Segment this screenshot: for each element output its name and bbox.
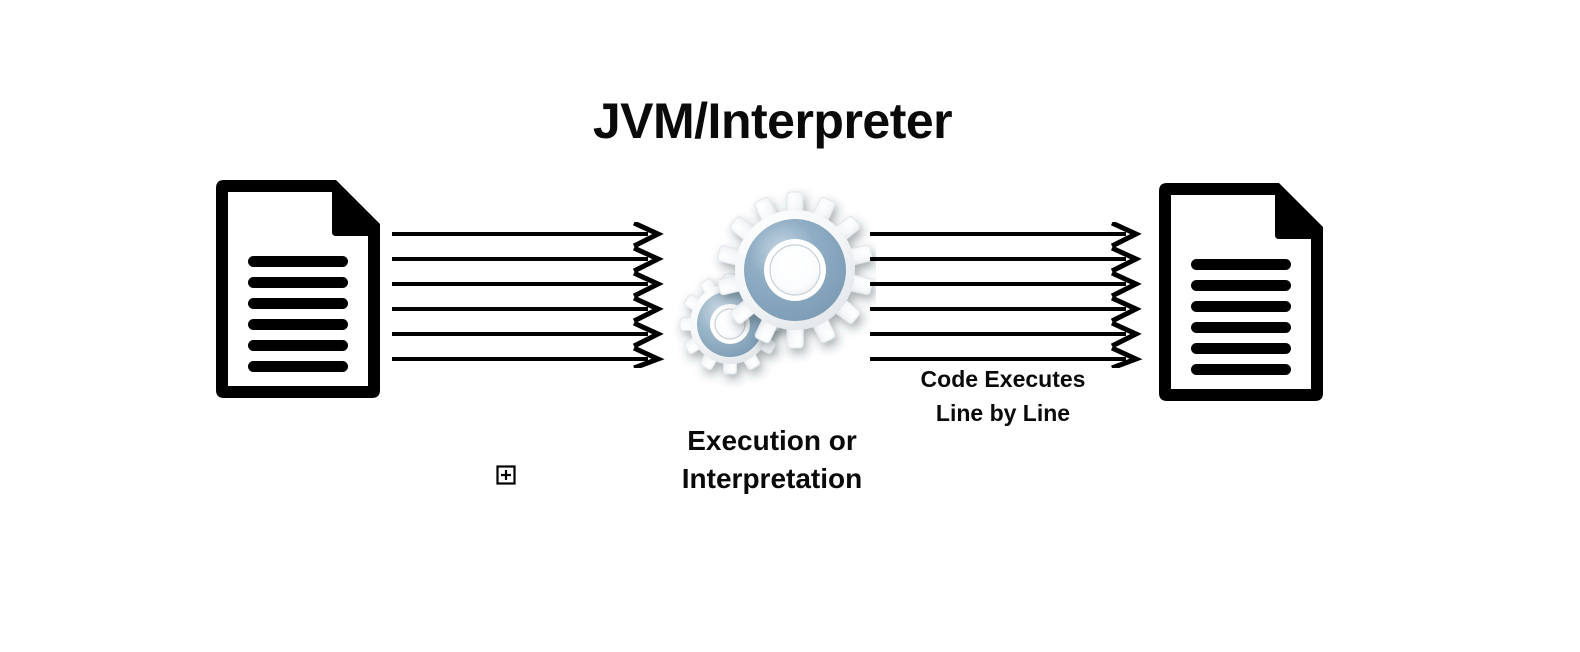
output-flow-label: Code Executes Line by Line [853,362,1153,430]
arrow-right-icon-group [870,220,1143,371]
processor-label: Execution or Interpretation [622,422,922,498]
document-lines [248,256,348,372]
input-arrow-group [386,220,668,371]
gears-icon [668,188,876,398]
output-arrow-group [864,220,1146,371]
processor-gears [679,191,873,375]
document-icon [216,180,380,398]
processor-label-line1: Execution or [687,425,857,456]
plus-square-icon[interactable] [496,465,516,485]
plus-square-glyph [496,465,516,485]
output-flow-label-line1: Code Executes [920,366,1086,392]
page-title: JVM/Interpreter [592,93,953,149]
document-lines [1191,259,1291,375]
large-gear [717,191,873,349]
source-document-icon [208,176,384,402]
document-icon [1159,183,1323,401]
output-flow-label-line2: Line by Line [935,400,1071,426]
processor-label-line2: Interpretation [681,463,863,494]
arrow-right-icon-group [392,220,665,371]
output-document-icon [1151,179,1327,405]
